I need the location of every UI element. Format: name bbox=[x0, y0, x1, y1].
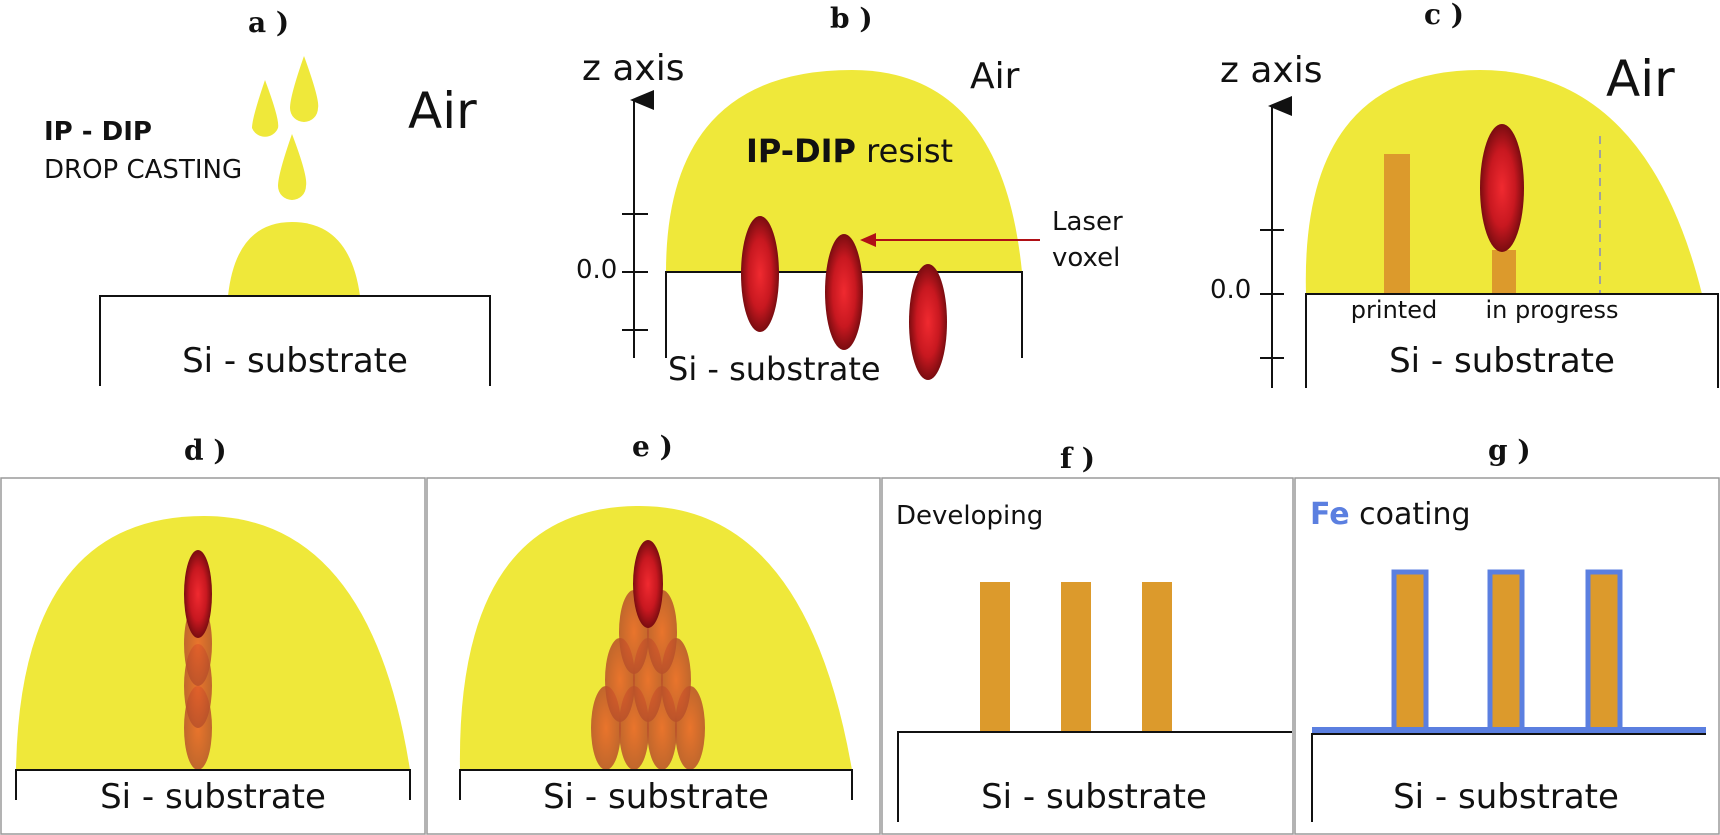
printed-label: printed bbox=[1351, 296, 1437, 324]
laser-voxel bbox=[825, 234, 863, 350]
substrate-label: Si - substrate bbox=[668, 350, 881, 388]
laser-arrow-head bbox=[860, 233, 876, 247]
panel-b: b ) z axis Air IP-DIP resist 0.0 Si - su… bbox=[576, 2, 1123, 388]
developing-label: Developing bbox=[896, 501, 1043, 531]
air-label: Air bbox=[1606, 50, 1675, 108]
fe-coating-label: Fe coating bbox=[1310, 497, 1471, 532]
resist-bold: IP-DIP bbox=[746, 132, 856, 170]
laser-voxel bbox=[633, 540, 663, 628]
panel-d-frame bbox=[0, 477, 426, 835]
panel-d-label: d ) bbox=[184, 434, 227, 467]
coated-pillar bbox=[1585, 569, 1623, 733]
ipdip-label: IP - DIP bbox=[44, 117, 152, 147]
substrate-label: Si - substrate bbox=[1389, 341, 1615, 381]
printed-pillar bbox=[1384, 154, 1410, 294]
panel-d: Si - substrate bbox=[15, 516, 411, 817]
pillar bbox=[1061, 582, 1091, 732]
in-progress-label: in progress bbox=[1485, 296, 1618, 324]
pillar bbox=[980, 582, 1010, 732]
laser-voxel bbox=[1480, 124, 1524, 252]
laser-voxel bbox=[184, 550, 212, 638]
coated-pillar bbox=[1391, 569, 1429, 733]
substrate-outline bbox=[459, 769, 853, 800]
substrate-label: Si - substrate bbox=[981, 777, 1207, 817]
substrate-label: Si - substrate bbox=[1393, 777, 1619, 817]
resist-drop bbox=[252, 80, 279, 137]
coated-pillar bbox=[1487, 569, 1525, 733]
z-axis-label: z axis bbox=[1220, 50, 1322, 91]
partial-pillar bbox=[1492, 250, 1516, 294]
panel-c-label: c ) bbox=[1424, 0, 1464, 31]
substrate-outline bbox=[99, 295, 491, 386]
laser-voxel bbox=[909, 264, 947, 380]
substrate-label: Si - substrate bbox=[182, 341, 408, 381]
substrate-outline bbox=[15, 769, 411, 800]
substrate-outline bbox=[1305, 293, 1719, 388]
zero-label: 0.0 bbox=[1210, 275, 1251, 305]
z-axis-label: z axis bbox=[582, 48, 684, 89]
panel-f-frame bbox=[881, 477, 1294, 835]
panel-b-label: b ) bbox=[830, 2, 873, 35]
air-label: Air bbox=[408, 82, 477, 140]
panel-a: a ) Air IP - DIP DROP CASTING Si - subst… bbox=[44, 6, 491, 386]
zero-label: 0.0 bbox=[576, 255, 617, 285]
resist-drop bbox=[290, 56, 319, 122]
substrate-outline bbox=[897, 731, 1292, 822]
laser-label: Laser bbox=[1052, 207, 1123, 237]
panel-g: Fe coating Si - substrate bbox=[1310, 497, 1706, 822]
laser-voxel bbox=[741, 216, 779, 332]
voxel-label: voxel bbox=[1052, 243, 1120, 273]
drop-casting-label: DROP CASTING bbox=[44, 155, 242, 185]
panel-g-frame bbox=[1294, 477, 1720, 835]
substrate-outline bbox=[1311, 733, 1706, 822]
pillar bbox=[1142, 582, 1172, 732]
resist-mound bbox=[228, 222, 360, 296]
panel-f-label: f ) bbox=[1060, 442, 1095, 475]
resist-rest: resist bbox=[856, 132, 953, 170]
resist-label: IP-DIP resist bbox=[746, 132, 953, 170]
panel-f: Developing Si - substrate bbox=[896, 501, 1292, 822]
panel-e-label: e ) bbox=[632, 430, 673, 463]
coating-label: coating bbox=[1350, 497, 1471, 532]
resist-drop bbox=[278, 134, 307, 200]
panel-g-label: g ) bbox=[1488, 434, 1531, 467]
panel-a-label: a ) bbox=[248, 6, 289, 39]
fe-label: Fe bbox=[1310, 497, 1350, 532]
air-label: Air bbox=[970, 56, 1020, 97]
resist-dome bbox=[16, 516, 410, 770]
panel-c: c ) z axis Air 0.0 printed in progress S… bbox=[1210, 0, 1719, 388]
panel-e-frame bbox=[426, 477, 881, 835]
substrate-label: Si - substrate bbox=[543, 777, 769, 817]
panel-e: Si - substrate bbox=[459, 506, 853, 817]
substrate-label: Si - substrate bbox=[100, 777, 326, 817]
